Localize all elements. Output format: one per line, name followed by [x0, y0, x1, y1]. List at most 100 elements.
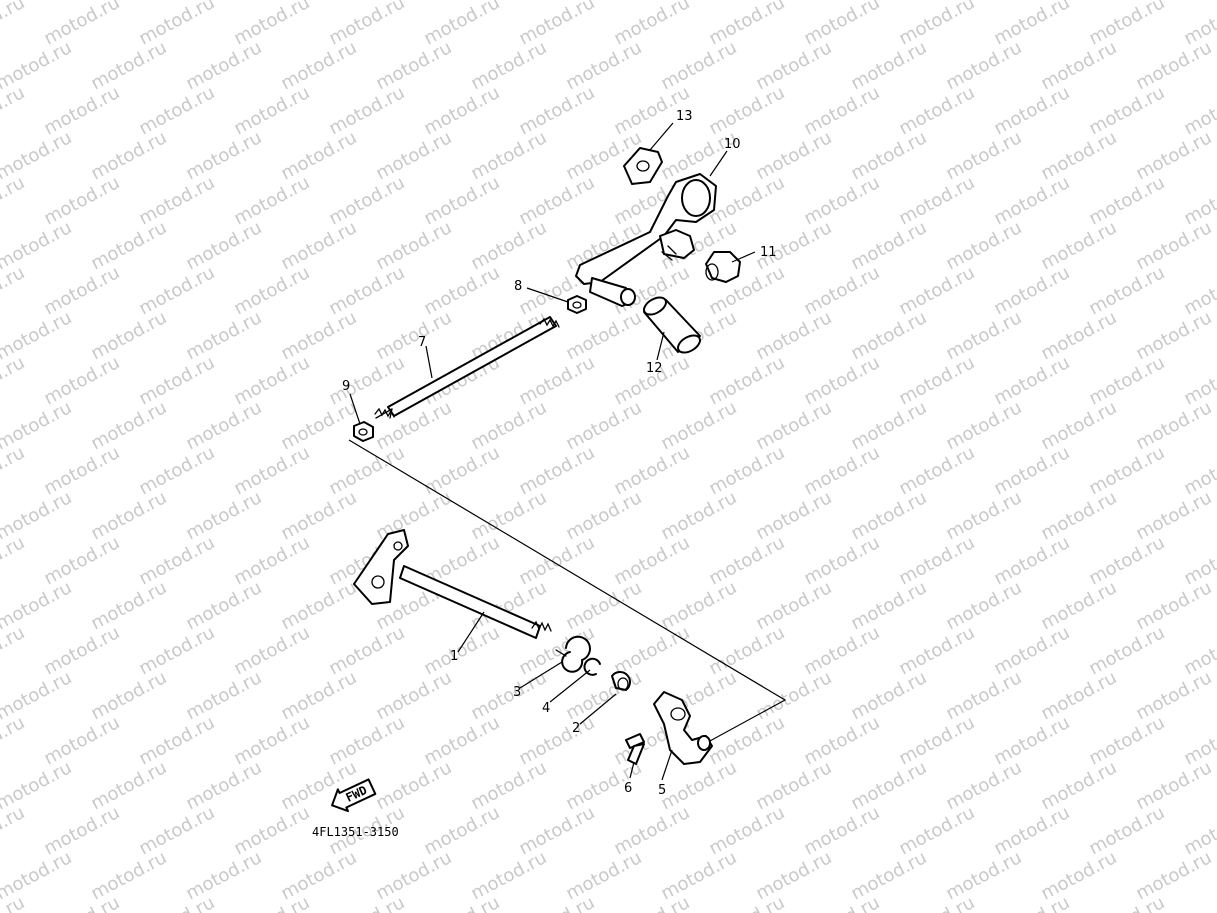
watermark-text: motod.ru: [372, 127, 455, 184]
callout-9: 9: [342, 379, 350, 394]
watermark-text: motod.ru: [277, 847, 360, 904]
watermark-text: motod.ru: [325, 82, 408, 139]
watermark-text: motod.ru: [847, 37, 930, 94]
watermark-text: motod.ru: [705, 802, 788, 859]
watermark-text: motod.ru: [610, 0, 693, 49]
watermark-text: motod.ru: [847, 667, 930, 724]
watermark-text: motod.ru: [895, 172, 978, 229]
watermark-text: motod.ru: [610, 622, 693, 679]
watermark-text: motod.ru: [277, 127, 360, 184]
watermark-text: motod.ru: [895, 532, 978, 589]
pedal-rubber-12: [643, 296, 701, 354]
watermark-text: motod.ru: [1085, 622, 1168, 679]
watermark-text: motod.ru: [610, 442, 693, 499]
watermark-text: motod.ru: [420, 802, 503, 859]
watermark-text: motod.ru: [230, 0, 313, 49]
watermark-text: motod.ru: [942, 577, 1025, 634]
watermark-text: motod.ru: [800, 262, 883, 319]
watermark-text: motod.ru: [40, 892, 123, 913]
watermark-text: motod.ru: [87, 487, 170, 544]
watermark-text: motod.ru: [1085, 712, 1168, 769]
watermark-text: motod.ru: [562, 667, 645, 724]
watermark-text: motod.ru: [562, 397, 645, 454]
collar-2: [611, 671, 631, 691]
watermark-text: motod.ru: [1037, 757, 1120, 814]
watermark-text: motod.ru: [990, 622, 1073, 679]
callout-12: 12: [646, 361, 663, 376]
callout-4: 4: [542, 701, 550, 716]
watermark-text: motod.ru: [1132, 307, 1215, 364]
callout-1: 1: [450, 649, 458, 664]
callout-2: 2: [572, 721, 580, 736]
watermark-text: motod.ru: [277, 217, 360, 274]
arrow-left-icon: [331, 778, 377, 813]
watermark-text: motod.ru: [847, 397, 930, 454]
watermark-text: motod.ru: [372, 217, 455, 274]
watermark-text: motod.ru: [1085, 532, 1168, 589]
watermark-text: motod.ru: [800, 352, 883, 409]
watermark-text: motod.ru: [657, 487, 740, 544]
watermark-text: motod.ru: [657, 37, 740, 94]
watermark-text: motod.ru: [372, 847, 455, 904]
watermark-text: motod.ru: [135, 532, 218, 589]
watermark-text: motod.ru: [562, 577, 645, 634]
watermark-text: motod.ru: [1037, 577, 1120, 634]
watermark-text: motod.ru: [705, 622, 788, 679]
watermark-text: motod.ru: [420, 712, 503, 769]
watermark-text: motod.ru: [420, 892, 503, 913]
watermark-text: motod.ru: [182, 127, 265, 184]
watermark-text: motod.ru: [1132, 127, 1215, 184]
watermark-text: motod.ru: [1132, 37, 1215, 94]
watermark-text: motod.ru: [467, 397, 550, 454]
watermark-text: motod.ru: [1085, 352, 1168, 409]
watermark-text: motod.ru: [467, 757, 550, 814]
watermark-text: motod.ru: [230, 712, 313, 769]
watermark-text: motod.ru: [40, 172, 123, 229]
watermark-text: motod.ru: [752, 397, 835, 454]
watermark-text: motod.ru: [610, 802, 693, 859]
watermark-text: motod.ru: [752, 487, 835, 544]
watermark-text: motod.ru: [0, 82, 28, 139]
watermark-text: motod.ru: [895, 352, 978, 409]
watermark-text: motod.ru: [372, 307, 455, 364]
watermark-text: motod.ru: [182, 757, 265, 814]
watermark-text: motod.ru: [515, 892, 598, 913]
watermark-text: motod.ru: [135, 262, 218, 319]
watermark-text: motod.ru: [230, 802, 313, 859]
watermark-text: motod.ru: [40, 712, 123, 769]
watermark-text: motod.ru: [325, 712, 408, 769]
watermark-text: motod.ru: [87, 847, 170, 904]
watermark-text: motod.ru: [87, 577, 170, 634]
watermark-text: motod.ru: [942, 667, 1025, 724]
watermark-text: motod.ru: [990, 352, 1073, 409]
watermark-text: motod.ru: [800, 712, 883, 769]
watermark-text: motod.ru: [277, 397, 360, 454]
watermark-text: motod.ru: [847, 577, 930, 634]
rod-end-11: [705, 251, 741, 283]
watermark-text: motod.ru: [942, 307, 1025, 364]
watermark-text: motod.ru: [325, 0, 408, 49]
watermark-text: motod.ru: [182, 217, 265, 274]
watermark-text: motod.ru: [1085, 172, 1168, 229]
callout-11: 11: [760, 245, 777, 260]
watermark-text: motod.ru: [325, 892, 408, 913]
watermark-text: motod.ru: [87, 37, 170, 94]
callout-labels: 13 10 11 8 7 9 12 1 3 4 2 6 5: [342, 109, 777, 798]
watermark-text: motod.ru: [1132, 667, 1215, 724]
leader-lines: [349, 122, 756, 781]
watermark-text: motod.ru: [135, 0, 218, 49]
watermark-text: motod.ru: [657, 757, 740, 814]
watermark-text: motod.ru: [1037, 847, 1120, 904]
watermark-text: motod.ru: [40, 802, 123, 859]
watermark-text: motod.ru: [230, 262, 313, 319]
shift-arm-5: [653, 691, 713, 765]
watermark-text: motod.ru: [942, 37, 1025, 94]
watermark-text: motod.ru: [990, 0, 1073, 49]
watermark-text: motod.ru: [230, 532, 313, 589]
watermark-text: motod.ru: [0, 0, 28, 49]
watermark-text: motod.ru: [562, 847, 645, 904]
watermark-text: motod.ru: [562, 37, 645, 94]
watermark-text: motod.ru: [87, 397, 170, 454]
